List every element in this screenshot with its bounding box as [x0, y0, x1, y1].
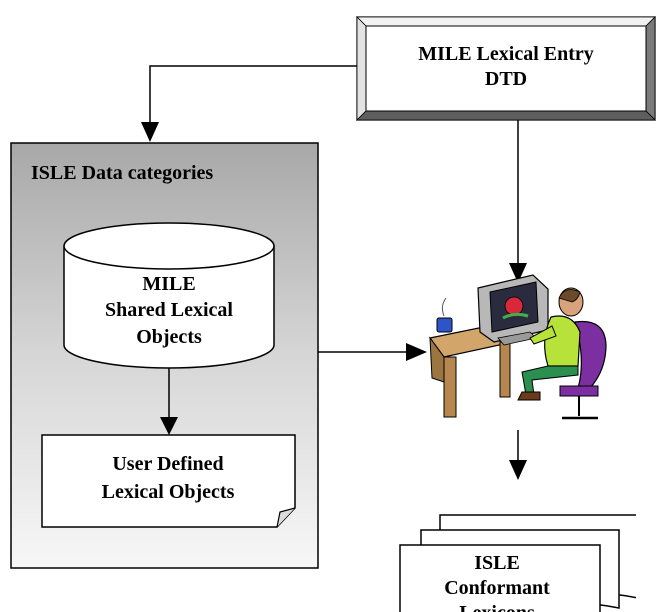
user-defined-objects-note: User Defined Lexical Objects [41, 434, 296, 528]
dtd-box: MILE Lexical Entry DTD [356, 16, 656, 121]
cylinder-label-line2: Shared Lexical [105, 299, 233, 321]
front-document [399, 544, 601, 612]
workstation-icon [428, 274, 607, 420]
lexicons-line3: Lexicons [459, 602, 535, 612]
cylinder-label-line1: MILE [142, 273, 195, 295]
lexicons-line2: Conformant [444, 577, 550, 599]
connectors [141, 65, 527, 480]
lexicons-line1: ISLE [474, 552, 520, 574]
dtd-title-line1: MILE Lexical Entry [418, 43, 594, 65]
arrow-head-dtd-to-workstation [509, 263, 527, 283]
dtd-title-line2: DTD [485, 68, 527, 90]
conformant-lexicons-stack: ISLE Conformant Lexicons [399, 514, 636, 612]
arrow-dtd-to-panel [149, 65, 357, 122]
shared-objects-cylinder: MILE Shared Lexical Objects [63, 222, 275, 369]
mug-icon [436, 317, 453, 333]
arrow-head-workstation-to-lexicons [509, 460, 527, 480]
chair-icon [574, 320, 607, 389]
cylinder-top [63, 222, 275, 270]
cylinder-label-line3: Objects [136, 326, 202, 348]
arrow-head-dtd-to-panel [141, 122, 159, 142]
arrow-head-cylinder-to-note [160, 417, 178, 435]
user-defined-line1: User Defined [112, 453, 223, 475]
note-folded-corner [276, 507, 296, 528]
data-categories-title: ISLE Data categories [31, 162, 213, 184]
arrow-head-panel-to-workstation [406, 343, 427, 361]
user-defined-line2: Lexical Objects [102, 481, 235, 503]
